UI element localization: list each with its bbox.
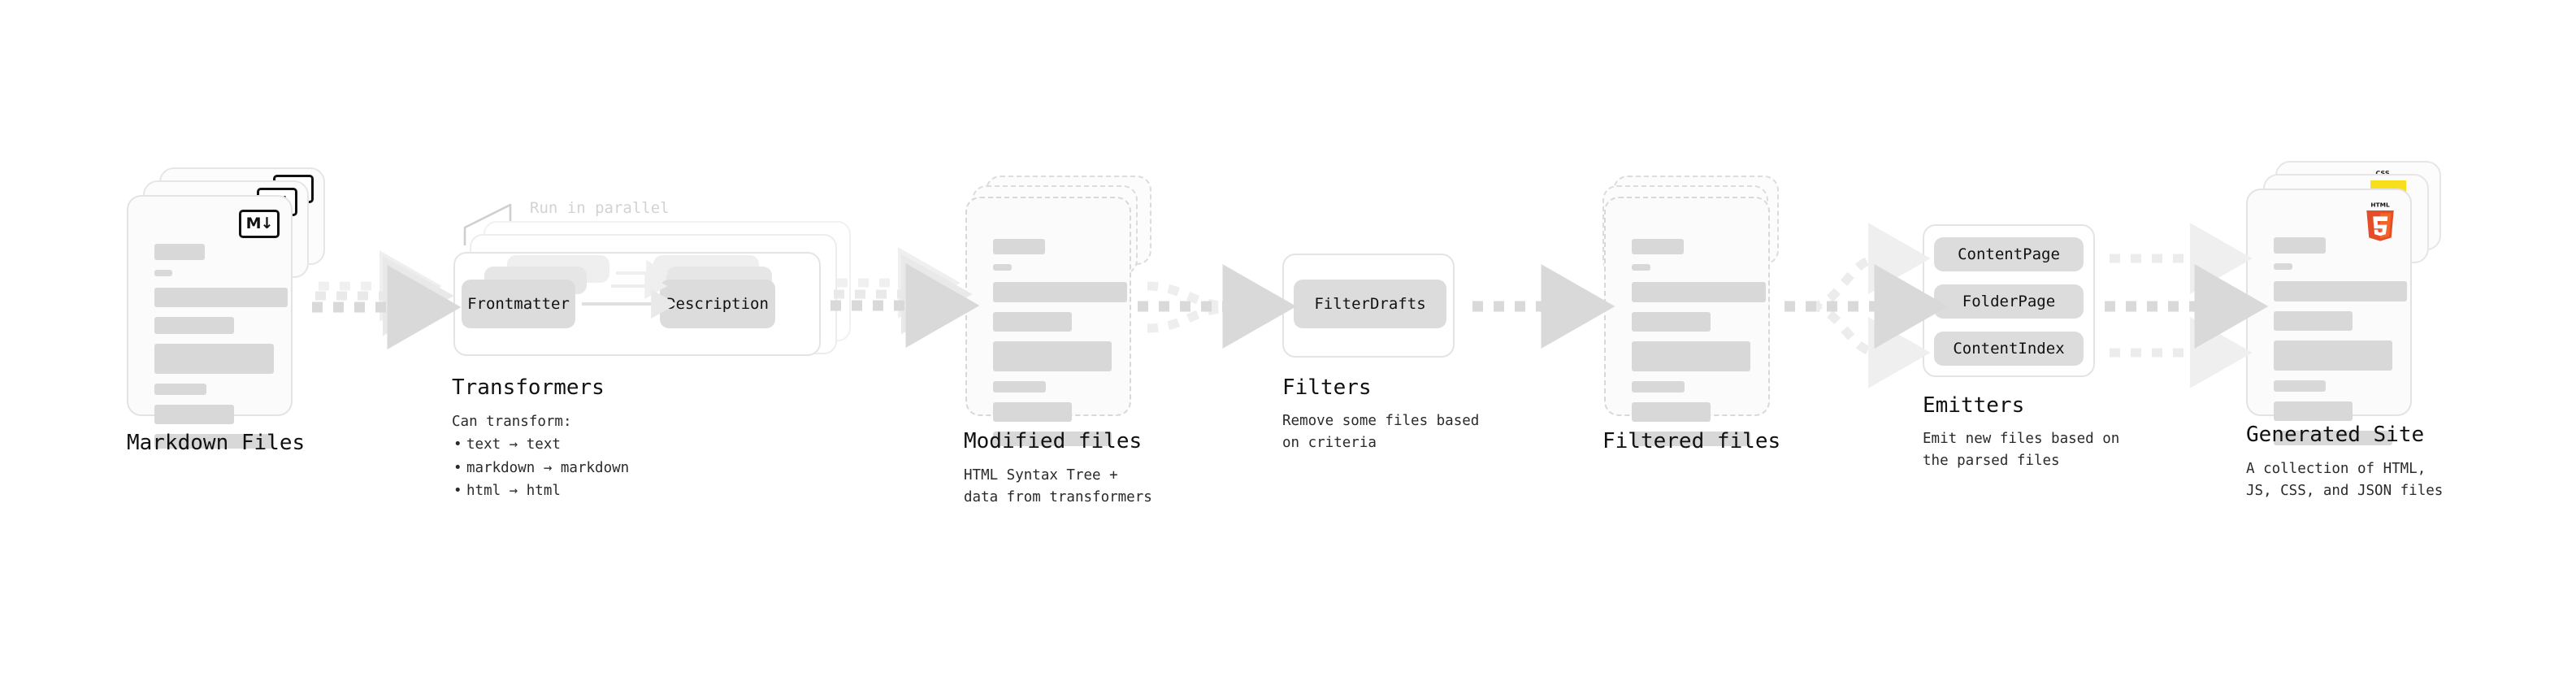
placeholder-bar (2274, 311, 2353, 331)
placeholder-bar (993, 312, 1072, 332)
placeholder-bar (1632, 432, 1750, 446)
emitter-node-folderpage[interactable]: FolderPage (1934, 284, 2084, 319)
markdown-logo: M↓ (239, 210, 280, 238)
placeholder-bar (1632, 264, 1650, 271)
placeholder-bar (1632, 312, 1711, 332)
stage-desc-generated-site: A collection of HTML, JS, CSS, and JSON … (2246, 461, 2444, 500)
transformer-capability: html → html (453, 479, 629, 503)
placeholder-bar (154, 244, 205, 260)
emitter-node-contentpage[interactable]: ContentPage (1934, 237, 2084, 271)
placeholder-bar (1632, 239, 1684, 254)
placeholder-bar (993, 282, 1127, 302)
placeholder-bar (2274, 237, 2326, 254)
stage-desc-filters: Remove some files based on criteria (1282, 413, 1480, 452)
placeholder-bar (993, 341, 1112, 371)
filter-node-filterdrafts[interactable]: FilterDrafts (1294, 280, 1446, 328)
markdown-card-placeholder-bars (154, 244, 288, 458)
placeholder-bar (993, 381, 1046, 393)
placeholder-bar (2274, 401, 2353, 421)
placeholder-bar (154, 288, 288, 307)
modified-card-placeholder-bars (993, 239, 1127, 456)
stage-title-generated-site: Generated Site (2246, 423, 2425, 447)
stage-title-filtered-files: Filtered files (1602, 429, 1781, 453)
placeholder-bar (993, 264, 1012, 271)
generated-card-placeholder-bars (2274, 237, 2407, 455)
placeholder-bar (2274, 340, 2392, 371)
stage-title-transformers: Transformers (452, 375, 605, 400)
placeholder-bar (2274, 431, 2392, 445)
transformers-bullet-list: Can transform: text → text markdown → ma… (452, 410, 629, 503)
placeholder-bar (993, 239, 1045, 254)
markdown-file-card: M↓ (127, 195, 293, 449)
arrow-emitters-to-site (2105, 223, 2269, 388)
modified-files-card (965, 197, 1131, 446)
generated-site-card: HTML (2246, 189, 2412, 445)
emitter-node-contentindex[interactable]: ContentIndex (1934, 332, 2084, 366)
stage-desc-modified-files: HTML Syntax Tree + data from transformer… (964, 467, 1152, 506)
run-in-parallel-note: Run in parallel (530, 199, 670, 217)
arrow-filtered-to-emitters (1785, 223, 1949, 388)
stage-title-modified-files: Modified files (964, 429, 1143, 453)
arrow-markdown-to-transformers (312, 250, 462, 349)
stage-desc-emitters: Emit new files based on the parsed files (1923, 431, 2120, 470)
svg-text:HTML: HTML (2370, 201, 2390, 208)
stage-title-markdown-files: Markdown Files (127, 431, 306, 455)
placeholder-bar (154, 317, 234, 334)
placeholder-bar (993, 432, 1112, 446)
html5-logo: HTML (2361, 200, 2399, 242)
transformer-capability: markdown → markdown (453, 457, 629, 480)
placeholder-bar (1632, 282, 1766, 302)
placeholder-bar (154, 384, 206, 395)
arrow-modified-to-filters (1138, 264, 1297, 349)
placeholder-bar (154, 270, 172, 276)
placeholder-bar (154, 344, 274, 374)
placeholder-bar (2274, 281, 2407, 301)
placeholder-bar (2274, 263, 2292, 270)
placeholder-bar (2274, 380, 2326, 392)
placeholder-bar (1632, 341, 1750, 371)
placeholder-bar (154, 434, 274, 449)
transformer-node-frontmatter[interactable]: Frontmatter (462, 280, 575, 328)
filtered-card-placeholder-bars (1632, 239, 1766, 456)
placeholder-bar (1632, 381, 1685, 393)
transformer-node-description[interactable]: Description (660, 280, 775, 328)
stage-title-emitters: Emitters (1923, 393, 2025, 418)
placeholder-bar (154, 405, 234, 424)
stage-title-filters: Filters (1282, 375, 1372, 400)
placeholder-bar (993, 402, 1072, 422)
placeholder-bar (1632, 402, 1711, 422)
filtered-files-card (1604, 197, 1770, 446)
transformer-capability: text → text (453, 433, 629, 457)
transformers-lead-text: Can transform: (452, 414, 572, 430)
